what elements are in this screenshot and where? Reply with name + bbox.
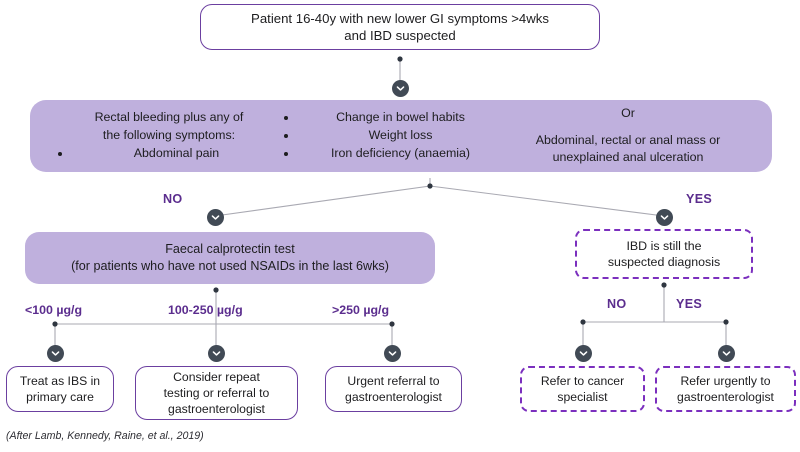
outcome-2-line-2: testing or referral to [163,385,270,400]
main-branch-no-label: NO [163,192,183,206]
referral-box-urgent-gastroenterologist: Refer urgently to gastroenterologist [655,366,796,412]
chevron-down-icon [383,345,401,362]
chevron-down-icon [391,80,409,97]
threshold-label-high: >250 µg/g [332,303,390,317]
banner-middle-bullet-list: Change in bowel habits Weight loss Iron … [282,109,504,163]
ibd-line-2: suspected diagnosis [607,255,721,269]
top-box-line-1: Patient 16-40y with new lower GI symptom… [251,10,549,26]
sub-branch-yes-label: YES [676,297,703,311]
referral-2-line-1: Refer urgently to [680,373,771,388]
list-item: Weight loss [282,127,504,145]
ibd-line-1: IBD is still the [626,238,702,253]
referral-1-line-2: specialist [557,390,608,404]
chevron-down-icon [46,345,64,362]
threshold-label-mid: 100-250 µg/g [168,303,243,317]
outcome-1-line-2: primary care [26,390,94,404]
outcome-box-treat-as-ibs: Treat as IBS in primary care [6,366,114,412]
top-box-line-2: and IBD suspected [344,28,456,43]
list-item: Iron deficiency (anaemia) [282,145,504,163]
chevron-down-icon [655,209,673,226]
banner-column-middle: Change in bowel habits Weight loss Iron … [282,109,504,163]
ibd-suspected-diagnosis-box: IBD is still the suspected diagnosis [575,229,753,279]
outcome-box-urgent-referral: Urgent referral to gastroenterologist [325,366,462,412]
outcome-2-line-3: gastroenterologist [168,402,265,417]
patient-criteria-box: Patient 16-40y with new lower GI symptom… [200,4,600,50]
outcome-2-line-1: Consider repeat [173,369,260,384]
chevron-down-icon [206,209,224,226]
referral-2-line-2: gastroenterologist [677,390,774,404]
outcome-3-line-2: gastroenterologist [345,390,442,404]
banner-or-label: Or [621,105,635,120]
calpro-line-2: (for patients who have not used NSAIDs i… [71,259,389,273]
calpro-line-1: Faecal calprotectin test [165,242,295,257]
banner-left-bullet-list: Abdominal pain [56,145,282,163]
sub-branch-no-label: NO [607,297,627,311]
banner-column-left: Rectal bleeding plus any of the followin… [30,109,282,163]
list-item: Abdominal pain [56,145,282,163]
chevron-down-icon [717,345,735,362]
outcome-box-consider-repeat: Consider repeat testing or referral to g… [135,366,298,420]
source-citation: (After Lamb, Kennedy, Raine, et al., 201… [6,430,204,442]
threshold-label-low: <100 µg/g [25,303,83,317]
outcome-3-line-1: Urgent referral to [347,373,440,388]
referral-1-line-1: Refer to cancer [540,373,625,388]
banner-heading-line-2: the following symptoms: [102,128,236,142]
faecal-calprotectin-test-box: Faecal calprotectin test (for patients w… [25,232,435,284]
outcome-1-line-1: Treat as IBS in [19,373,101,388]
banner-column-right: Or Abdominal, rectal or anal mass or une… [504,105,772,168]
banner-right-line-2: unexplained anal ulceration [552,150,704,165]
banner-right-line-1: Abdominal, rectal or anal mass or [535,132,721,147]
symptom-criteria-banner: Rectal bleeding plus any of the followin… [30,100,772,172]
chevron-down-icon [207,345,225,362]
main-branch-yes-label: YES [686,192,713,206]
banner-heading-line-1: Rectal bleeding plus any of [94,110,244,125]
referral-box-cancer-specialist: Refer to cancer specialist [520,366,645,412]
list-item: Change in bowel habits [282,109,504,127]
chevron-down-icon [574,345,592,362]
